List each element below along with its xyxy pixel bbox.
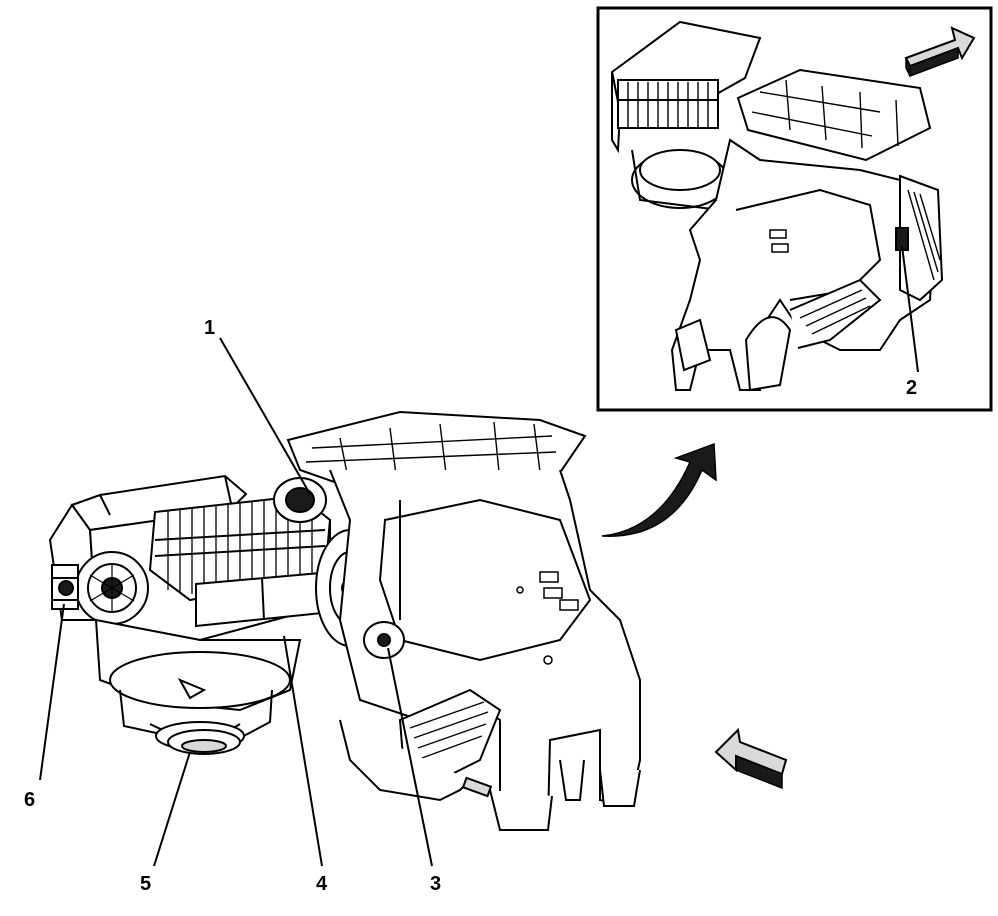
rotate-arrow-icon bbox=[601, 442, 717, 537]
callout-3: 3 bbox=[387, 647, 441, 895]
callout-4: 4 bbox=[283, 635, 328, 895]
callout-5-label: 5 bbox=[140, 873, 151, 895]
inset-mode-actuator bbox=[895, 174, 944, 302]
callout-1-label: 1 bbox=[204, 317, 215, 339]
distribution-case bbox=[286, 410, 641, 832]
connector-block bbox=[516, 571, 579, 665]
main-module bbox=[48, 410, 641, 832]
floor-duct bbox=[339, 688, 502, 802]
callout-2-label: 2 bbox=[906, 377, 917, 399]
leader-line-5 bbox=[153, 751, 191, 867]
blower-housing bbox=[94, 618, 302, 751]
recirc-actuator bbox=[51, 564, 79, 610]
leader-line-3 bbox=[387, 647, 433, 867]
callout-5: 5 bbox=[140, 751, 191, 895]
leader-line-1 bbox=[219, 337, 311, 495]
blower-motor bbox=[167, 729, 241, 755]
leader-line-6 bbox=[39, 603, 65, 781]
callout-4-label: 4 bbox=[316, 873, 328, 895]
callout-3-label: 3 bbox=[430, 873, 441, 895]
direction-arrow-icon bbox=[714, 727, 788, 790]
callout-6: 6 bbox=[24, 603, 65, 811]
leader-line-4 bbox=[283, 635, 323, 867]
inset-view: 2 bbox=[596, 6, 993, 412]
outlet-ducts bbox=[489, 759, 641, 831]
inset-module bbox=[610, 20, 944, 392]
leader-line-2 bbox=[901, 245, 919, 373]
blower-wheel bbox=[75, 551, 149, 625]
callout-6-label: 6 bbox=[24, 789, 35, 811]
callout-2: 2 bbox=[901, 245, 919, 399]
callout-1: 1 bbox=[204, 317, 311, 495]
direction-arrow-icon bbox=[904, 26, 976, 78]
mode-actuator bbox=[363, 621, 405, 659]
inset-connector bbox=[769, 229, 789, 253]
